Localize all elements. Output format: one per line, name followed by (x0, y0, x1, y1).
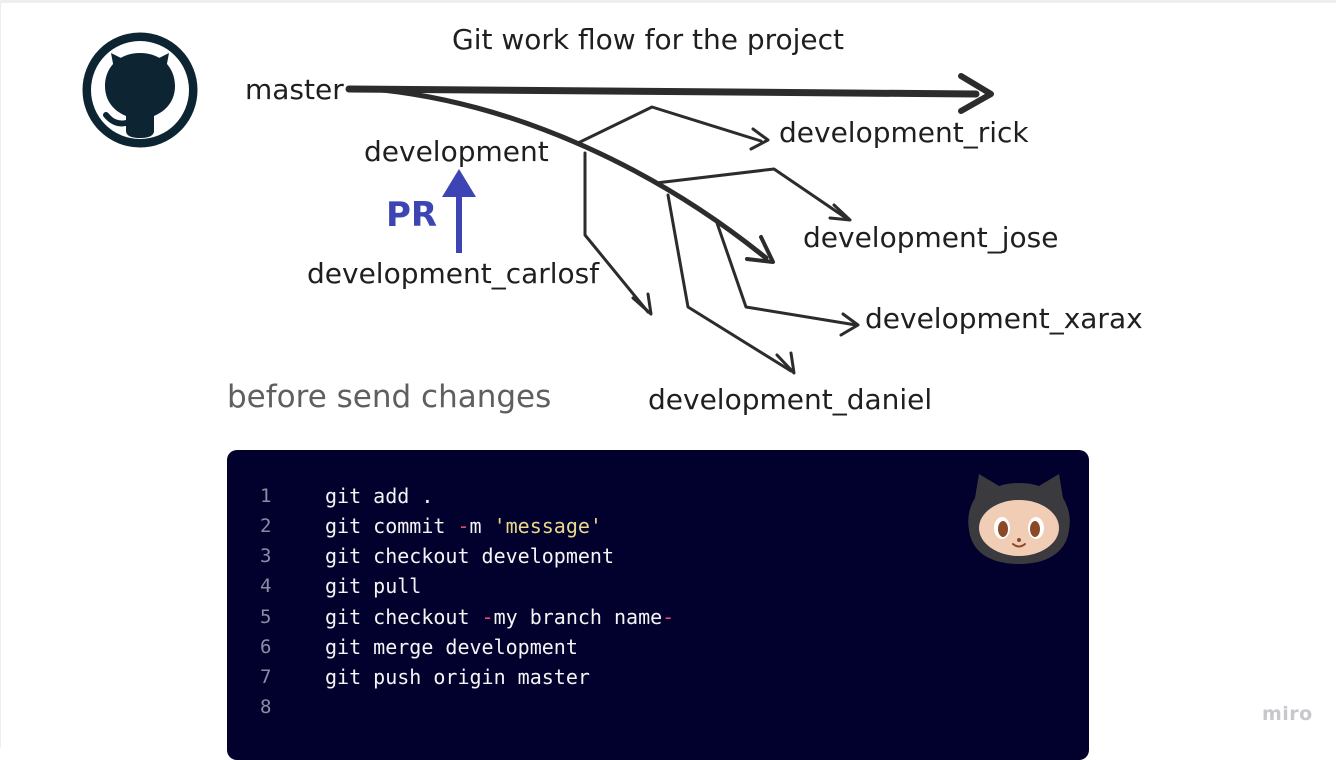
to-jose-arrow (654, 167, 848, 220)
code-text: git push origin master (325, 665, 590, 689)
code-text: git commit -m 'message' (325, 514, 602, 538)
branch-label-development-carlosf: development_carlosf (307, 257, 600, 290)
to-xarax-arrow (715, 221, 858, 327)
diagram-title: Git work flow for the project (452, 23, 845, 56)
pr-label: PR (386, 195, 438, 235)
line-number: 2 (260, 515, 272, 537)
line-number: 3 (260, 545, 272, 567)
code-block: 1 git add . 2 git commit -m 'message' 3 … (227, 450, 1089, 760)
to-daniel-arrow (666, 193, 793, 373)
branch-label-development: development (364, 135, 549, 168)
to-branch-arrow (583, 151, 650, 314)
code-text: git merge development (325, 635, 578, 659)
line-number: 5 (260, 606, 272, 628)
pr-arrow (442, 169, 476, 253)
miro-watermark: miro (1262, 703, 1313, 725)
line-number: 8 (260, 696, 272, 718)
branch-label-development-daniel: development_daniel (648, 383, 933, 416)
line-number: 1 (260, 485, 272, 507)
code-text: git pull (325, 574, 422, 598)
github-logo-icon (82, 32, 198, 148)
master-to-development-arrow (370, 86, 769, 261)
line-number: 4 (260, 575, 272, 597)
line-number: 7 (260, 666, 272, 688)
code-text: git checkout -my branch name- (325, 605, 675, 629)
branch-label-master: master (245, 73, 344, 106)
to-rick-arrow (576, 105, 763, 145)
branch-label-development-xarax: development_xarax (865, 302, 1143, 335)
octocat-icon (968, 474, 1070, 564)
code-text: git add . (325, 484, 434, 508)
branch-label-development-jose: development_jose (803, 221, 1059, 254)
branch-label-development-rick: development_rick (779, 116, 1029, 149)
master-arrowhead (958, 73, 994, 114)
branch-flow-arrows (345, 73, 994, 375)
master-line (345, 85, 980, 98)
code-text: git checkout development (325, 544, 614, 568)
line-number: 6 (260, 636, 272, 658)
section-subtitle: before send changes (227, 379, 552, 415)
